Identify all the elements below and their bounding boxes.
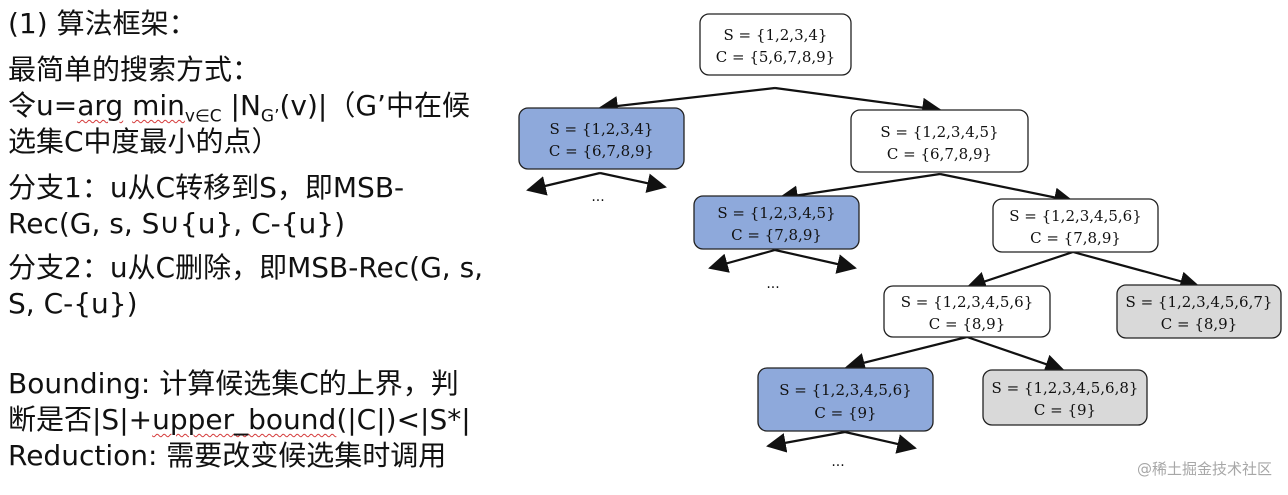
tree-node-n2: S = {1,2,3,4,5} C = {6,7,8,9} [850, 109, 1029, 173]
node-s-label: S = {1,2,3,4,5,6,8} [992, 379, 1139, 397]
node-box [699, 13, 852, 76]
node-box [1116, 284, 1282, 339]
edge-n0-n2 [774, 86, 942, 118]
bounding-suffix: (|C|)<|S*| [336, 403, 471, 436]
rule-min: min [132, 89, 185, 122]
edge-n7-right [844, 430, 917, 454]
ellipsis-n3: ... [766, 276, 779, 292]
edge-n1-right [599, 171, 667, 193]
ellipsis-n7: ... [831, 454, 844, 470]
edge-n7-left [766, 430, 846, 453]
node-box [850, 109, 1029, 173]
tree-node-n4: S = {1,2,3,4,5,6} C = {7,8,9} [992, 198, 1159, 253]
node-s-label: S = {1,2,3,4,5,6} [1009, 207, 1142, 225]
watermark: @稀土掘金技术社区 [1136, 460, 1272, 478]
tree-node-n8: S = {1,2,3,4,5,6,8} C = {9} [982, 369, 1148, 426]
node-box [757, 367, 934, 432]
upper-bound-term: upper_bound [152, 403, 337, 436]
node-s-label: S = {1,2,3,4,5,6} [901, 293, 1034, 311]
tree-edges [526, 86, 1200, 454]
bounding-line2: 断是否|S|+upper_bound(|C|)<|S*| [8, 402, 471, 438]
branch1-line2: Rec(G, s, S∪{u}, C-{u}) [8, 207, 346, 240]
rule-subscript-2: G’ [260, 106, 280, 127]
edge-n4-n6 [1072, 250, 1200, 291]
edge-n2-n3 [778, 172, 941, 206]
node-c-label: C = {7,8,9} [1030, 229, 1121, 247]
edge-n2-n4 [939, 172, 1074, 208]
edge-n3-right [774, 248, 857, 274]
rule-arg: arg [77, 89, 124, 122]
rule-rest: (v)|（G’中在候 [279, 89, 470, 122]
node-c-label: C = {7,8,9} [731, 226, 822, 244]
node-s-label: S = {1,2,3,4} [550, 120, 654, 138]
node-s-label: S = {1,2,3,4,5,6} [779, 381, 912, 399]
rule-prefix: 令u= [8, 89, 78, 122]
bounding-line1: Bounding: 计算候选集C的上界，判 [8, 367, 459, 400]
tree-node-n0: S = {1,2,3,4} C = {5,6,7,8,9} [699, 13, 852, 76]
reduction-line: Reduction: 需要改变候选集时调用 [8, 439, 447, 472]
node-s-label: S = {1,2,3,4} [724, 26, 828, 44]
edge-n5-n8 [966, 335, 1065, 374]
tree-node-n5: S = {1,2,3,4,5,6} C = {8,9} [883, 285, 1051, 338]
edge-n0-n1 [598, 86, 776, 116]
node-c-label: C = {6,7,8,9} [549, 142, 654, 160]
selection-rule-line2: 选集C中度最小的点） [8, 125, 280, 158]
node-box [883, 285, 1051, 338]
tree-node-n3: S = {1,2,3,4,5} C = {7,8,9} [693, 195, 860, 250]
node-c-label: C = {9} [814, 404, 876, 422]
node-c-label: C = {8,9} [929, 315, 1006, 333]
rule-subscript: v∈C [184, 106, 222, 127]
tree-node-n1: S = {1,2,3,4} C = {6,7,8,9} [518, 107, 685, 170]
edge-n3-left [708, 248, 776, 273]
ellipsis-n1: ... [591, 189, 604, 205]
node-c-label: C = {6,7,8,9} [887, 145, 992, 163]
node-s-label: S = {1,2,3,4,5,6,7} [1126, 293, 1273, 311]
node-s-label: S = {1,2,3,4,5} [717, 204, 835, 222]
branch2-line2: S, C-{u}) [8, 287, 138, 320]
simplest-search-heading: 最简单的搜索方式： [8, 53, 261, 86]
node-s-label: S = {1,2,3,4,5} [880, 123, 998, 141]
node-box [693, 195, 860, 250]
branch1-line1: 分支1：u从C转移到S，即MSB- [8, 171, 405, 204]
node-box [982, 369, 1148, 426]
selection-rule: 令u=arg minv∈C |NG’(v)|（G’中在候 [8, 88, 470, 135]
tree-node-n7: S = {1,2,3,4,5,6} C = {9} [757, 367, 934, 432]
edge-n1-left [526, 171, 601, 196]
bounding-prefix: 断是否|S|+ [8, 403, 153, 436]
node-box [992, 198, 1159, 253]
branch2-line1: 分支2：u从C删除，即MSB-Rec(G, s, [8, 251, 484, 284]
edge-n5-n7 [845, 335, 968, 373]
node-c-label: C = {8,9} [1161, 315, 1238, 333]
section-title: (1) 算法框架： [8, 7, 197, 40]
node-box [518, 107, 685, 170]
edge-n4-n5 [966, 250, 1074, 291]
node-c-label: C = {5,6,7,8,9} [716, 48, 835, 66]
tree-node-n6: S = {1,2,3,4,5,6,7} C = {8,9} [1116, 284, 1282, 339]
rule-mid: |N [221, 89, 261, 122]
node-c-label: C = {9} [1034, 401, 1096, 419]
